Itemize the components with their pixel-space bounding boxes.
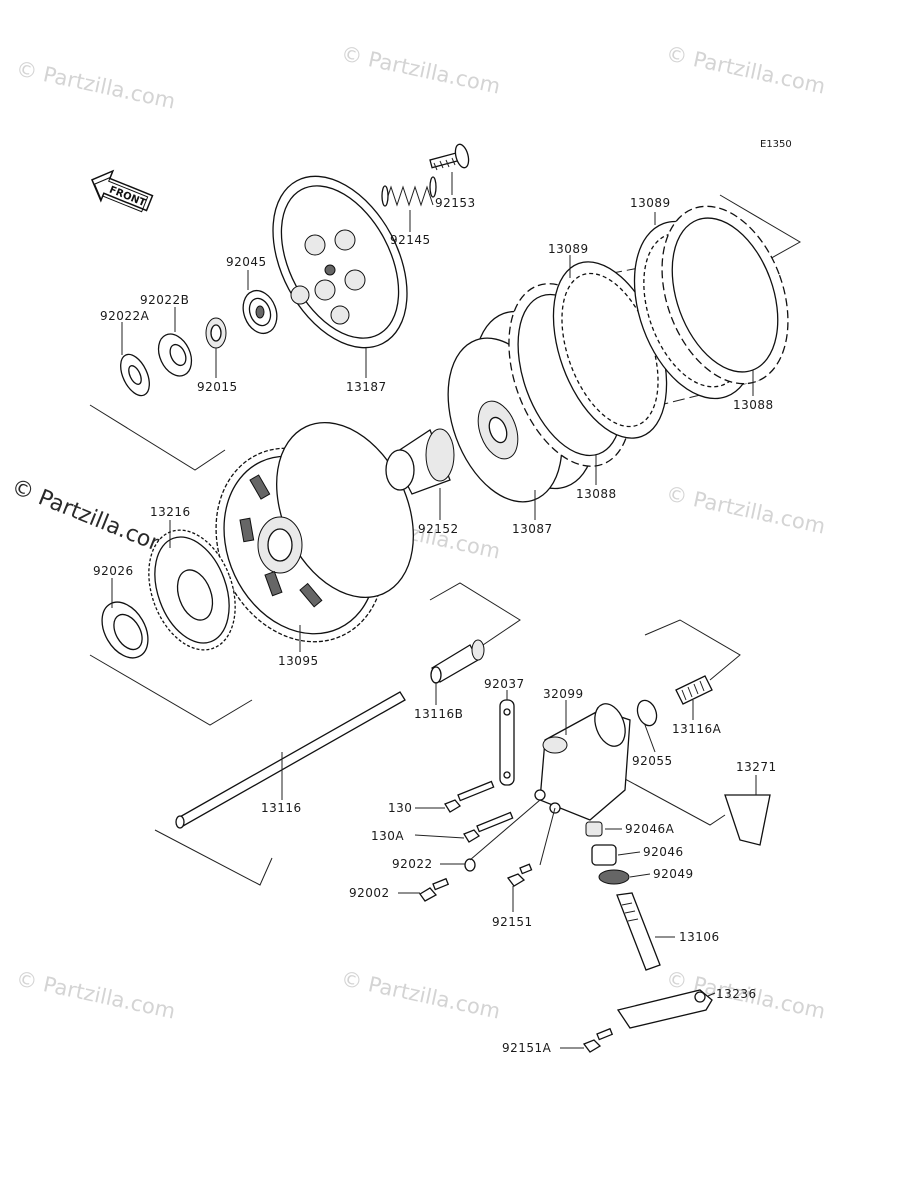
label-92049: 92049 [653, 867, 694, 881]
bolt-130A-icon [463, 811, 514, 843]
label-13088: 13088 [733, 398, 774, 412]
washer-92022A-icon [120, 353, 150, 397]
label-13088-lower: 13088 [576, 487, 617, 501]
plate-92037-icon [499, 699, 515, 786]
label-13116: 13116 [261, 801, 302, 815]
collar-92152-icon [385, 428, 455, 495]
diagram-code: E1350 [760, 139, 792, 150]
label-13216: 13216 [150, 505, 191, 519]
label-13271: 13271 [736, 760, 777, 774]
label-13089-lower: 13089 [548, 242, 589, 256]
label-13095: 13095 [278, 654, 319, 668]
label-92015: 92015 [197, 380, 238, 394]
label-92055: 92055 [632, 754, 673, 768]
label-13106: 13106 [679, 930, 720, 944]
label-92022: 92022 [392, 857, 433, 871]
label-13236: 13236 [716, 987, 757, 1001]
bearing-92045-icon [242, 289, 278, 335]
pressure-plate-13187-icon [272, 175, 408, 349]
washer-92022B-icon [157, 333, 193, 377]
label-92151A: 92151A [502, 1041, 552, 1055]
label-92026: 92026 [93, 564, 134, 578]
washer-92022-icon [464, 858, 476, 872]
part-labels: 92153 92145 13089 13089 92045 92022B 920… [93, 196, 777, 1055]
lever-13236-icon [616, 989, 713, 1029]
bolt-92151-icon [506, 863, 533, 887]
bolt-92153-icon [429, 143, 470, 171]
nut-92015-icon [205, 317, 227, 349]
label-13187: 13187 [346, 380, 387, 394]
label-92037: 92037 [484, 677, 525, 691]
label-130: 130 [388, 801, 412, 815]
label-92022B: 92022B [140, 293, 189, 307]
label-92151: 92151 [492, 915, 533, 929]
release-housing-32099-icon [534, 703, 631, 821]
label-92002: 92002 [349, 886, 390, 900]
bearing-92046-icon [591, 844, 617, 866]
watermark: © Partzilla.com [339, 41, 503, 98]
label-13116A: 13116A [672, 722, 722, 736]
bolt-92002-icon [419, 877, 450, 902]
label-32099: 32099 [543, 687, 584, 701]
pin-13116B-icon [430, 639, 485, 684]
seal-92049-icon [598, 869, 630, 885]
label-92022A: 92022A [100, 309, 150, 323]
clutch-housing-13095-icon [215, 421, 414, 643]
label-13087: 13087 [512, 522, 553, 536]
friction-plate-13088-upper-icon [661, 205, 789, 385]
spring-92145-icon [381, 176, 437, 207]
label-92152: 92152 [418, 522, 459, 536]
watermark: © Partzilla.com [664, 481, 828, 538]
label-92153: 92153 [435, 196, 476, 210]
bolt-92151A-icon [582, 1027, 614, 1053]
o-ring-92055-icon [636, 699, 658, 727]
gear-13216-icon [148, 529, 236, 651]
shaft-13106-icon [616, 892, 661, 971]
watermark: © Partzilla.com [339, 966, 503, 1023]
label-13089: 13089 [630, 196, 671, 210]
bolt-130-icon [444, 780, 495, 813]
watermark: © Partzilla.com [14, 56, 178, 113]
label-92046: 92046 [643, 845, 684, 859]
label-13116B: 13116B [414, 707, 463, 721]
watermark: © Partzilla.com [14, 966, 178, 1023]
pin-13116A-icon [675, 675, 713, 705]
label-92046A: 92046A [625, 822, 675, 836]
leader-lines [111, 172, 757, 1049]
push-rod-13116-icon [175, 691, 406, 829]
label-92145: 92145 [390, 233, 431, 247]
front-arrow-icon: FRONT [91, 169, 154, 213]
watermark: © Partzilla.com [664, 41, 828, 98]
washer-92026-icon [101, 601, 149, 659]
label-92045: 92045 [226, 255, 267, 269]
label-130A: 130A [371, 829, 404, 843]
cover-13271-icon [724, 794, 771, 846]
seal-92046A-icon [585, 821, 603, 837]
